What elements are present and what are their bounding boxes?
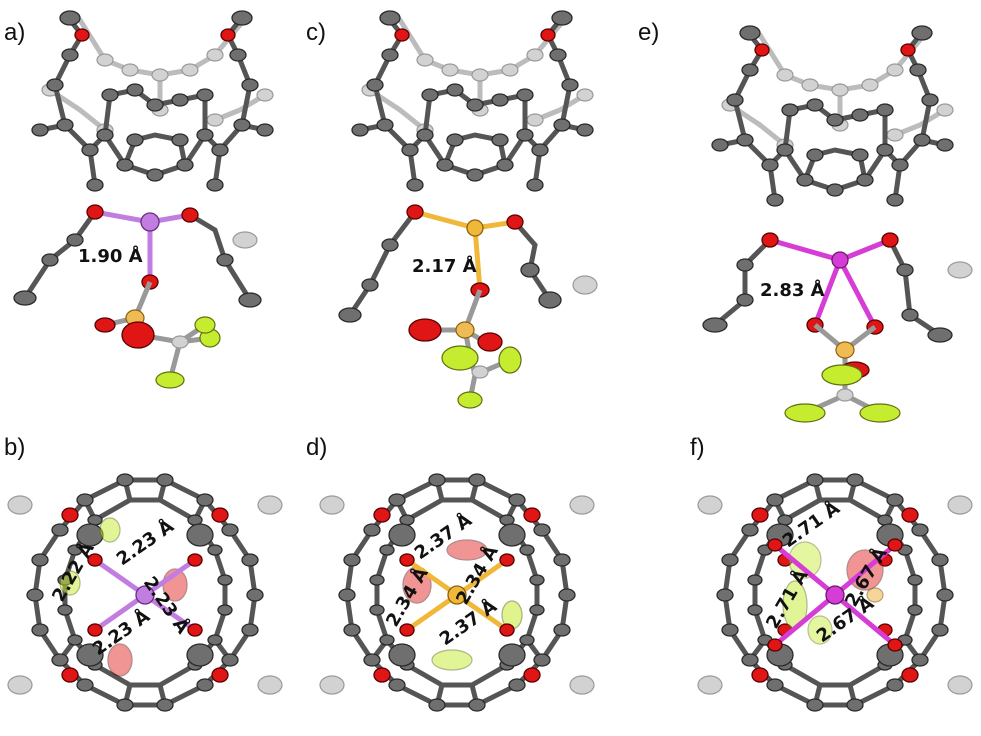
distance-label-a: 1.90 Å [78, 244, 143, 267]
distance-label-b-2: 2.23 Å [112, 514, 178, 570]
panel-d-structure [320, 474, 594, 711]
panel-label-f: f) [690, 434, 705, 461]
panel-label-b: b) [4, 434, 25, 461]
metal-center-d [447, 585, 467, 605]
panel-label-d: d) [306, 434, 327, 461]
panel-a-structure [13, 11, 273, 389]
distance-label-c: 2.17 Å [412, 254, 477, 277]
panel-label-c: c) [306, 19, 326, 46]
metal-center-b [135, 585, 155, 605]
metal-center-f [825, 585, 845, 605]
metal-center-a [140, 212, 160, 232]
panel-label-a: a) [4, 19, 25, 46]
distance-label-e: 2.83 Å [760, 278, 825, 301]
metal-center-c [466, 219, 484, 237]
metal-center-e [831, 251, 849, 269]
panel-e-structure [702, 26, 973, 423]
panel-f-structure [698, 474, 972, 711]
panel-c-structure [338, 11, 598, 409]
panel-label-e: e) [638, 19, 659, 46]
panel-b-structure [8, 474, 282, 711]
